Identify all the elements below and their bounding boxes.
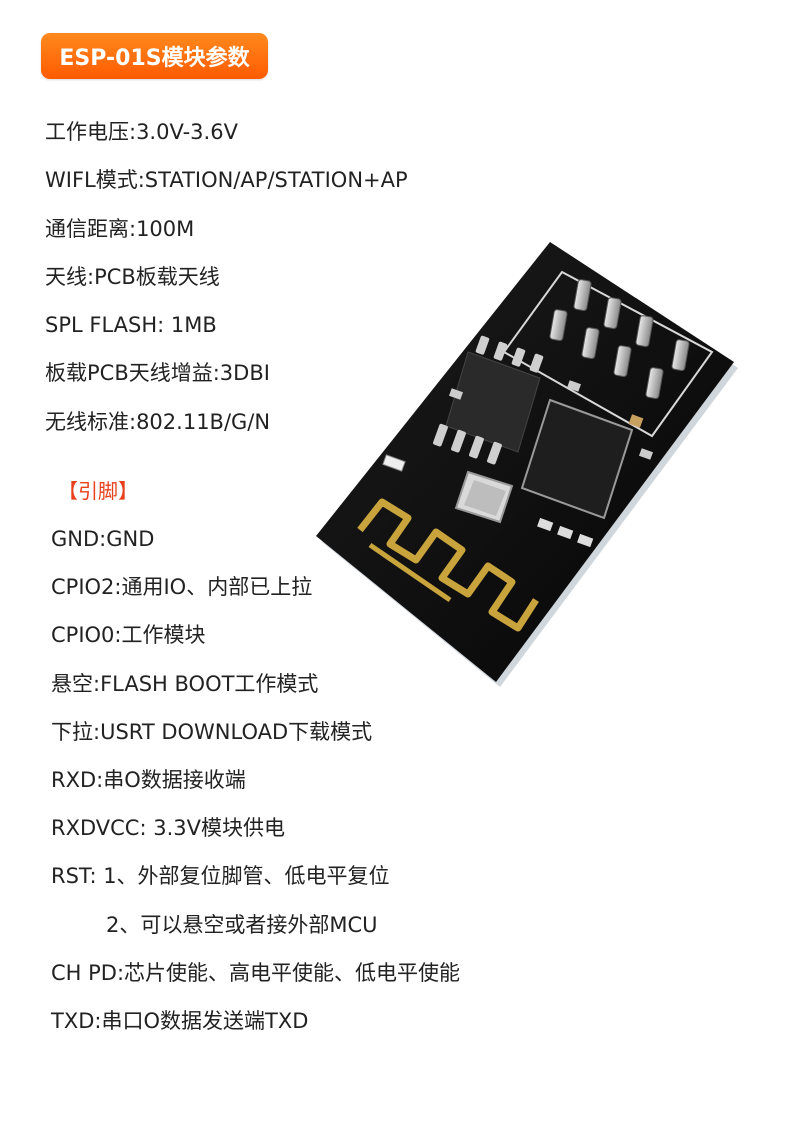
spec-list: 工作电压:3.0V-3.6V WIFL模式:STATION/AP/STATION… xyxy=(45,108,408,446)
pin-item: CH PD:芯片使能、高电平使能、低电平使能 xyxy=(51,960,461,985)
spec-item: WIFL模式:STATION/AP/STATION+AP xyxy=(45,168,408,193)
pin-item: TXD:串口O数据发送端TXD xyxy=(51,1008,309,1033)
pin-item: CPIO2:通用IO、内部已上拉 xyxy=(51,575,313,600)
pin-item: RXD:串O数据接收端 xyxy=(51,767,246,792)
pin-item: RST: 1、外部复位脚管、低电平复位 xyxy=(51,864,390,889)
pin-item: 2、可以悬空或者接外部MCU xyxy=(106,912,378,937)
spec-item: 通信距离:100M xyxy=(45,216,195,241)
pin-item: GND:GND xyxy=(51,527,155,551)
pin-item: CPIO0:工作模块 xyxy=(51,623,206,648)
esp01s-module-photo-icon xyxy=(316,242,738,687)
pin-list: GND:GND CPIO2:通用IO、内部已上拉 CPIO0:工作模块 悬空:F… xyxy=(51,515,460,1045)
pins-heading: 【引脚】 xyxy=(58,479,138,503)
spec-item: SPL FLASH: 1MB xyxy=(45,313,217,338)
pin-item: RXDVCC: 3.3V模块供电 xyxy=(51,816,285,841)
spec-item: 天线:PCB板载天线 xyxy=(45,264,220,289)
spec-item: 工作电压:3.0V-3.6V xyxy=(45,120,238,144)
spec-item: 板载PCB天线增益:3DBI xyxy=(45,361,270,386)
pin-item: 下拉:USRT DOWNLOAD下载模式 xyxy=(51,719,373,744)
spec-item: 无线标准:802.11B/G/N xyxy=(45,409,271,434)
page-title: ESP-01S模块参数 xyxy=(41,33,268,79)
pin-item: 悬空:FLASH BOOT工作模式 xyxy=(51,671,319,696)
